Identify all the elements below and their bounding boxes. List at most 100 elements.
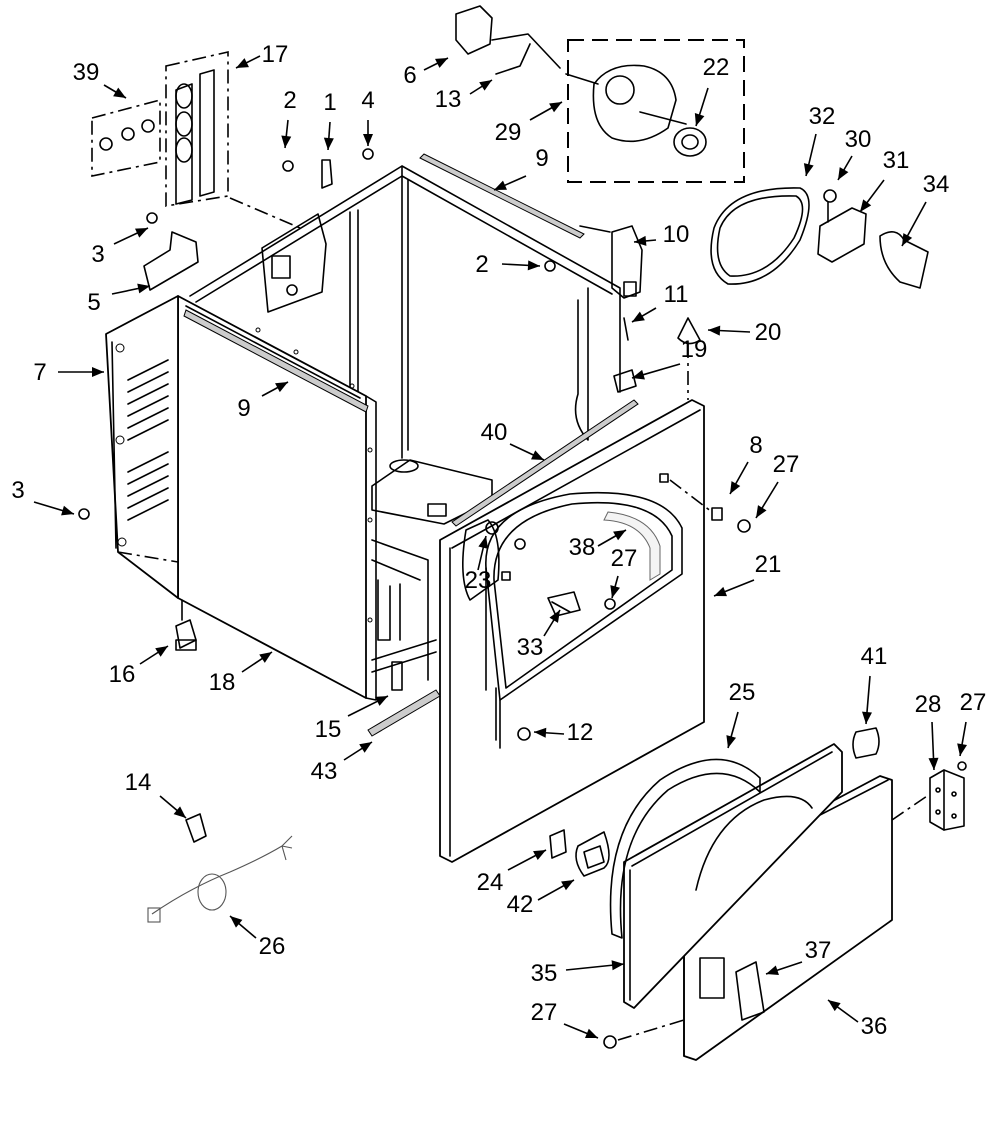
callout-label-42: 42 (507, 891, 534, 918)
callout-label-3b: 3 (11, 477, 24, 504)
callout-label-37: 37 (805, 937, 832, 964)
callout-2a: 2 (281, 87, 297, 149)
callout-arrowhead-14 (173, 806, 186, 818)
callout-label-16: 16 (109, 661, 136, 688)
callout-41: 41 (861, 643, 888, 725)
callout-39: 39 (73, 59, 127, 99)
callout-33: 33 (517, 609, 561, 661)
callout-arrowhead-43 (359, 742, 372, 753)
callout-6: 6 (403, 57, 449, 89)
callout-arrowhead-41 (862, 711, 872, 724)
callout-12: 12 (533, 719, 594, 746)
callout-arrowhead-29 (549, 102, 562, 113)
callout-10: 10 (633, 221, 690, 248)
callout-arrowhead-7 (92, 367, 104, 377)
callout-arrowhead-3a (135, 228, 148, 238)
callout-label-27c: 27 (960, 689, 987, 716)
callout-arrowhead-2a (281, 135, 292, 148)
callout-28: 28 (915, 691, 942, 771)
callout-arrowhead-5 (137, 283, 150, 294)
power-cord (147, 835, 293, 923)
callout-arrowhead-13 (479, 80, 492, 91)
callout-arrowhead-40 (531, 450, 544, 460)
callout-21: 21 (713, 551, 782, 597)
callout-24: 24 (477, 849, 547, 896)
callout-arrowhead-27c (957, 743, 968, 756)
callout-arrowhead-42 (561, 880, 574, 891)
callout-arrowhead-15 (375, 696, 388, 706)
callout-32: 32 (803, 103, 836, 177)
callout-label-34: 34 (923, 171, 950, 198)
callout-label-12: 12 (567, 719, 594, 746)
callout-26: 26 (229, 915, 286, 960)
callout-31: 31 (859, 147, 910, 213)
callout-label-27b: 27 (611, 545, 638, 572)
callout-label-23: 23 (465, 567, 492, 594)
callout-label-29: 29 (495, 119, 522, 146)
callout-arrowhead-11 (632, 311, 645, 322)
callout-arrowhead-24 (533, 850, 546, 861)
callout-label-24: 24 (477, 869, 504, 896)
callout-9b: 9 (237, 381, 289, 422)
callout-7: 7 (33, 359, 104, 386)
callout-14: 14 (125, 769, 187, 819)
callout-label-40: 40 (481, 419, 508, 446)
motor-group-box (567, 39, 745, 183)
callout-arrowhead-39 (113, 87, 126, 98)
callout-label-25: 25 (729, 679, 756, 706)
callout-arrowhead-25 (726, 735, 737, 748)
callout-label-18: 18 (209, 669, 236, 696)
callout-27b: 27 (610, 545, 638, 599)
callout-25: 25 (726, 679, 756, 749)
callout-arrowhead-23 (478, 536, 489, 549)
callout-35: 35 (531, 960, 625, 987)
callout-label-30: 30 (845, 126, 872, 153)
callout-arrowhead-22 (694, 113, 705, 126)
callout-36: 36 (827, 999, 888, 1040)
callout-label-39: 39 (73, 59, 100, 86)
callout-arrowhead-27b (610, 585, 620, 598)
callout-label-17: 17 (262, 41, 289, 68)
callout-label-41: 41 (861, 643, 888, 670)
callout-arrowhead-35 (611, 960, 624, 971)
front-panel (439, 344, 751, 863)
callout-1: 1 (323, 89, 337, 151)
callout-arrowhead-18 (259, 652, 272, 663)
callout-label-36: 36 (861, 1013, 888, 1040)
callout-19: 19 (631, 336, 707, 380)
callout-arrowhead-12 (534, 727, 547, 738)
callout-arrowhead-19 (632, 369, 645, 380)
callout-17: 17 (235, 41, 289, 69)
callout-label-21: 21 (755, 551, 782, 578)
callout-22: 22 (694, 54, 729, 127)
callout-label-8: 8 (749, 432, 762, 459)
callout-label-10: 10 (663, 221, 690, 248)
callout-label-32: 32 (809, 103, 836, 130)
callout-label-28: 28 (915, 691, 942, 718)
callout-arrowhead-9a (494, 180, 507, 190)
callout-label-43: 43 (311, 758, 338, 785)
callout-arrowhead-1 (323, 137, 334, 150)
callout-arrowhead-37 (766, 965, 779, 975)
callout-30: 30 (837, 126, 872, 181)
callout-9a: 9 (493, 145, 549, 191)
callout-16: 16 (109, 645, 169, 688)
callout-arrowhead-16 (155, 646, 168, 657)
callout-arrowhead-21 (714, 586, 727, 597)
callout-label-26: 26 (259, 933, 286, 960)
callout-42: 42 (507, 879, 575, 918)
callout-5: 5 (87, 283, 151, 316)
callout-label-9b: 9 (237, 395, 250, 422)
callout-label-27d: 27 (531, 999, 558, 1026)
callout-label-31: 31 (883, 147, 910, 174)
callout-43: 43 (311, 741, 373, 785)
callout-arrowhead-31 (860, 199, 872, 212)
callout-arrowhead-4 (363, 134, 373, 146)
callout-arrowhead-26 (230, 916, 243, 928)
drive-motor (565, 64, 707, 157)
callout-arrowhead-10 (634, 235, 647, 246)
callout-27a: 27 (755, 451, 799, 519)
callout-arrowhead-32 (803, 163, 814, 176)
